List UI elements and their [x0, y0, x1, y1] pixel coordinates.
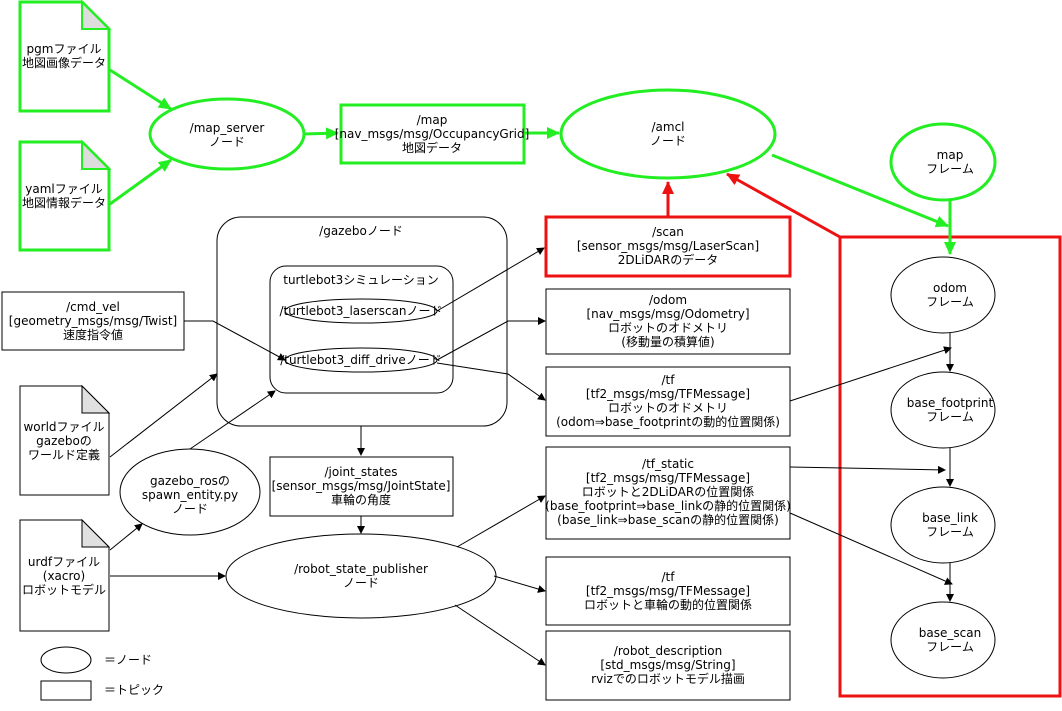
edge-cmd-vel-to-diff-drive [184, 320, 286, 361]
tf-topic-odometry-label: /tf[tf2_msgs/msg/TFMessage]ロボットのオドメトリ(od… [556, 373, 780, 429]
edge-diff-drive-to-odom [436, 317, 546, 361]
legend-topic-shape [40, 680, 92, 701]
edge-laserscan-to-scan [436, 247, 545, 312]
world-file-fold [81, 384, 111, 414]
simulation-title: turtlebot3シミュレーション [283, 273, 439, 287]
diff-drive-label: /turtlebot3_diff_driveノード [280, 353, 442, 367]
edge-rsp-to-tf-wheels [493, 575, 546, 593]
legend-topic-label: ＝トピック [103, 683, 165, 697]
edge-tf-static-to-base-scan [789, 512, 953, 585]
robot-state-publisher-node [225, 533, 497, 619]
cmd-vel-topic-label: /cmd_vel[geometry_msgs/msg/Twist]速度指令値 [8, 300, 178, 342]
edge-frames-to-amcl [726, 172, 841, 239]
odom-topic-label: /odom[nav_msgs/msg/Odometry]ロボットのオドメトリ(移… [586, 293, 750, 349]
map-topic [339, 103, 526, 165]
laserscan-label: /turtlebot3_laserscanノード [279, 304, 443, 318]
urdf-file-doc [19, 519, 110, 632]
edge-rsp-to-robot-description [454, 604, 546, 666]
scan-topic [544, 215, 792, 278]
tf-static-topic [545, 446, 791, 540]
robot-description-topic-label: /robot_description[std_msgs/msg/String]r… [591, 644, 745, 686]
robot-description-topic [545, 630, 791, 701]
base-scan-frame [890, 601, 996, 679]
edge-map-server-to-map [303, 127, 339, 140]
edge-amcl-to-odom-frame [771, 153, 949, 228]
urdf-file-fold [81, 518, 111, 548]
yaml-file-fold [81, 139, 112, 170]
pgm-file-fold [81, 0, 112, 30]
cmd-vel-topic [1, 291, 185, 351]
legend-node-label: ＝ノード [103, 653, 153, 667]
edge-world-to-gazebo [109, 373, 218, 458]
tf-topic-odometry [545, 366, 791, 437]
base-footprint-frame [890, 371, 996, 449]
edge-pgm-to-map-server [109, 68, 172, 111]
odom-frame [890, 256, 996, 334]
gazebo-title: /gazeboノード [319, 224, 403, 238]
tf-topic-wheels-label: /tf[tf2_msgs/msg/TFMessage]ロボットと車輪の動的位置関… [583, 570, 753, 612]
scan-topic-label: /scan[sensor_msgs/msg/LaserScan]2DLiDARの… [576, 225, 760, 267]
pgm-file-label: pgmファイル地図画像データ [21, 42, 107, 70]
urdf-file-label: urdfファイル(xacro)ロボットモデル [21, 555, 107, 597]
map-topic-label: /map[nav_msgs/msg/OccupancyGrid]地図データ [334, 113, 530, 155]
edge-rsp-to-tf-static [456, 495, 546, 548]
odom-topic [545, 288, 791, 355]
edge-urdf-to-spawn [109, 523, 143, 551]
edge-tf-to-odom-frame [789, 346, 952, 402]
tf-static-topic-label: /tf_static[tf2_msgs/msg/TFMessage]ロボットと2… [545, 457, 791, 527]
yaml-file-label: yamlファイル地図情報データ [21, 182, 107, 210]
base-link-frame [890, 486, 996, 564]
edge-tf-static-to-frames [789, 465, 946, 474]
joint-states-topic [269, 456, 454, 517]
map-frame [889, 122, 997, 202]
amcl-node [559, 88, 777, 180]
tf-topic-wheels [545, 556, 791, 626]
edge-yaml-to-map-server [109, 158, 172, 206]
edge-spawn-to-simulation [189, 390, 276, 450]
legend-node-shape [40, 646, 92, 674]
edge-diff-drive-to-tf [436, 362, 546, 401]
joint-states-topic-label: /joint_states[sensor_msgs/msg/JointState… [271, 465, 451, 507]
